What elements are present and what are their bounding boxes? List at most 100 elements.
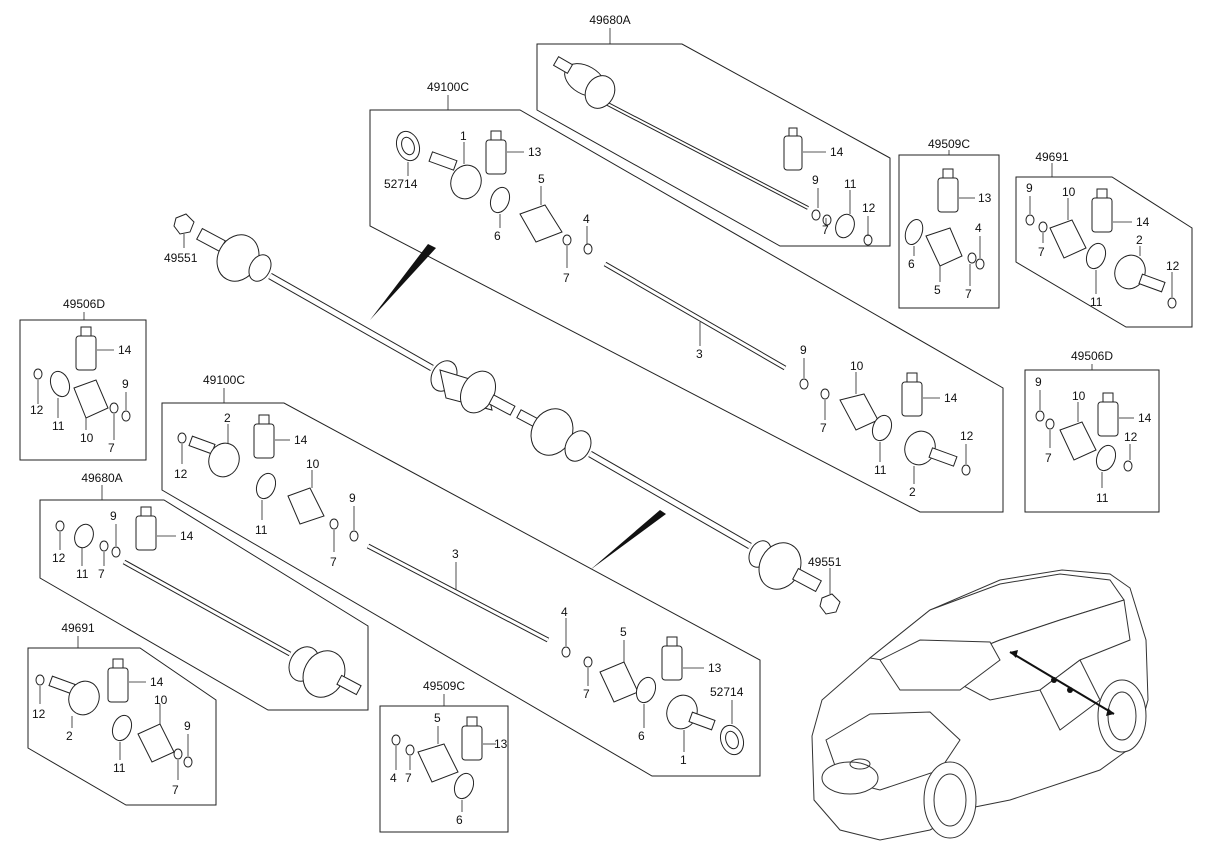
callout-14: 14 — [1138, 411, 1152, 425]
group-49100C-bottom: 49100C 2 14 12 10 11 9 7 3 4 5 13 7 5271… — [161, 373, 761, 777]
callout-11: 11 — [1096, 491, 1109, 505]
callout-7: 7 — [1045, 451, 1052, 465]
callout-10: 10 — [306, 457, 320, 471]
callout-49506D: 49506D — [1071, 349, 1113, 363]
callout-11: 11 — [76, 567, 89, 581]
callout-49100C: 49100C — [427, 80, 469, 94]
callout-12: 12 — [32, 707, 46, 721]
callout-10: 10 — [1072, 389, 1086, 403]
callout-7: 7 — [563, 271, 570, 285]
callout-49680A: 49680A — [81, 471, 122, 485]
callout-7: 7 — [1038, 245, 1045, 259]
callout-11: 11 — [874, 463, 887, 477]
callout-12: 12 — [960, 429, 974, 443]
callout-11: 11 — [844, 177, 857, 191]
callout-52714: 52714 — [384, 177, 418, 191]
callout-9: 9 — [812, 173, 819, 187]
callout-5: 5 — [538, 172, 545, 186]
callout-13: 13 — [528, 145, 542, 159]
callout-2: 2 — [1136, 233, 1143, 247]
callout-13: 13 — [494, 737, 508, 751]
callout-3: 3 — [696, 347, 703, 361]
group-49509C-bottom: 49509C 5 13 4 7 6 — [379, 679, 509, 833]
callout-12: 12 — [174, 467, 188, 481]
callout-49100C: 49100C — [203, 373, 245, 387]
callout-14: 14 — [294, 433, 308, 447]
callout-12: 12 — [1124, 430, 1138, 444]
callout-9: 9 — [349, 491, 356, 505]
callout-4: 4 — [975, 221, 982, 235]
group-49680A-top: 49680A 14 9 11 12 7 — [536, 13, 891, 247]
group-49100C-top: 49100C 52714 1 13 5 6 4 7 3 9 10 14 7 11… — [369, 80, 1004, 513]
callout-7: 7 — [172, 783, 179, 797]
callout-11: 11 — [113, 761, 126, 775]
callout-7: 7 — [108, 441, 115, 455]
callout-10: 10 — [80, 431, 94, 445]
callout-13: 13 — [978, 191, 992, 205]
callout-12: 12 — [30, 403, 44, 417]
callout-9: 9 — [800, 343, 807, 357]
callout-13: 13 — [708, 661, 722, 675]
callout-5: 5 — [620, 625, 627, 639]
callout-4: 4 — [583, 212, 590, 226]
vehicle-location-illustration — [811, 569, 1149, 841]
callout-11: 11 — [1090, 295, 1103, 309]
callout-4: 4 — [561, 605, 568, 619]
callout-6: 6 — [638, 729, 645, 743]
group-49691-left: 49691 14 10 12 2 11 9 7 — [27, 621, 217, 806]
callout-12: 12 — [1166, 259, 1180, 273]
group-49506D-right: 49506D 9 10 14 7 12 11 — [1024, 349, 1160, 513]
callout-7: 7 — [820, 421, 827, 435]
callout-9: 9 — [1026, 181, 1033, 195]
callout-1: 1 — [680, 753, 687, 767]
callout-5: 5 — [434, 711, 441, 725]
callout-49509C: 49509C — [423, 679, 465, 693]
callout-10: 10 — [154, 693, 168, 707]
callout-14: 14 — [180, 529, 194, 543]
callout-11: 11 — [255, 523, 268, 537]
callout-7: 7 — [822, 223, 829, 237]
callout-2: 2 — [224, 411, 231, 425]
callout-9: 9 — [122, 377, 129, 391]
callout-2: 2 — [909, 485, 916, 499]
callout-49691: 49691 — [61, 621, 95, 635]
callout-14: 14 — [830, 145, 844, 159]
callout-49551: 49551 — [164, 251, 198, 265]
main-shaft-assembly: 49551 49551 — [164, 213, 842, 615]
callout-10: 10 — [850, 359, 864, 373]
group-49680A-left: 49680A 9 14 12 11 7 — [39, 471, 369, 711]
callout-9: 9 — [184, 719, 191, 733]
callout-1: 1 — [460, 129, 467, 143]
callout-12: 12 — [52, 551, 66, 565]
callout-9: 9 — [1035, 375, 1042, 389]
callout-7: 7 — [98, 567, 105, 581]
callout-49691: 49691 — [1035, 150, 1069, 164]
callout-10: 10 — [1062, 185, 1076, 199]
group-49691-right: 49691 9 10 14 7 2 12 11 — [1015, 150, 1193, 328]
callout-7: 7 — [965, 287, 972, 301]
callout-14: 14 — [1136, 215, 1150, 229]
callout-49506D: 49506D — [63, 297, 105, 311]
callout-6: 6 — [456, 813, 463, 827]
callout-5: 5 — [934, 283, 941, 297]
callout-14: 14 — [944, 391, 958, 405]
callout-12: 12 — [862, 201, 876, 215]
callout-2: 2 — [66, 729, 73, 743]
callout-4: 4 — [390, 771, 397, 785]
callout-11: 11 — [52, 419, 65, 433]
callout-7: 7 — [330, 555, 337, 569]
callout-3: 3 — [452, 547, 459, 561]
callout-49551: 49551 — [808, 555, 842, 569]
callout-49680A: 49680A — [589, 13, 630, 27]
callout-6: 6 — [494, 229, 501, 243]
callout-6: 6 — [908, 257, 915, 271]
group-49509C-right: 49509C 13 6 4 5 7 — [898, 137, 1000, 309]
callout-7: 7 — [405, 771, 412, 785]
callout-14: 14 — [118, 343, 132, 357]
callout-14: 14 — [150, 675, 164, 689]
callout-9: 9 — [110, 509, 117, 523]
group-49506D-left: 49506D 14 12 11 10 9 7 — [19, 297, 147, 461]
callout-52714: 52714 — [710, 685, 744, 699]
callout-7: 7 — [583, 687, 590, 701]
